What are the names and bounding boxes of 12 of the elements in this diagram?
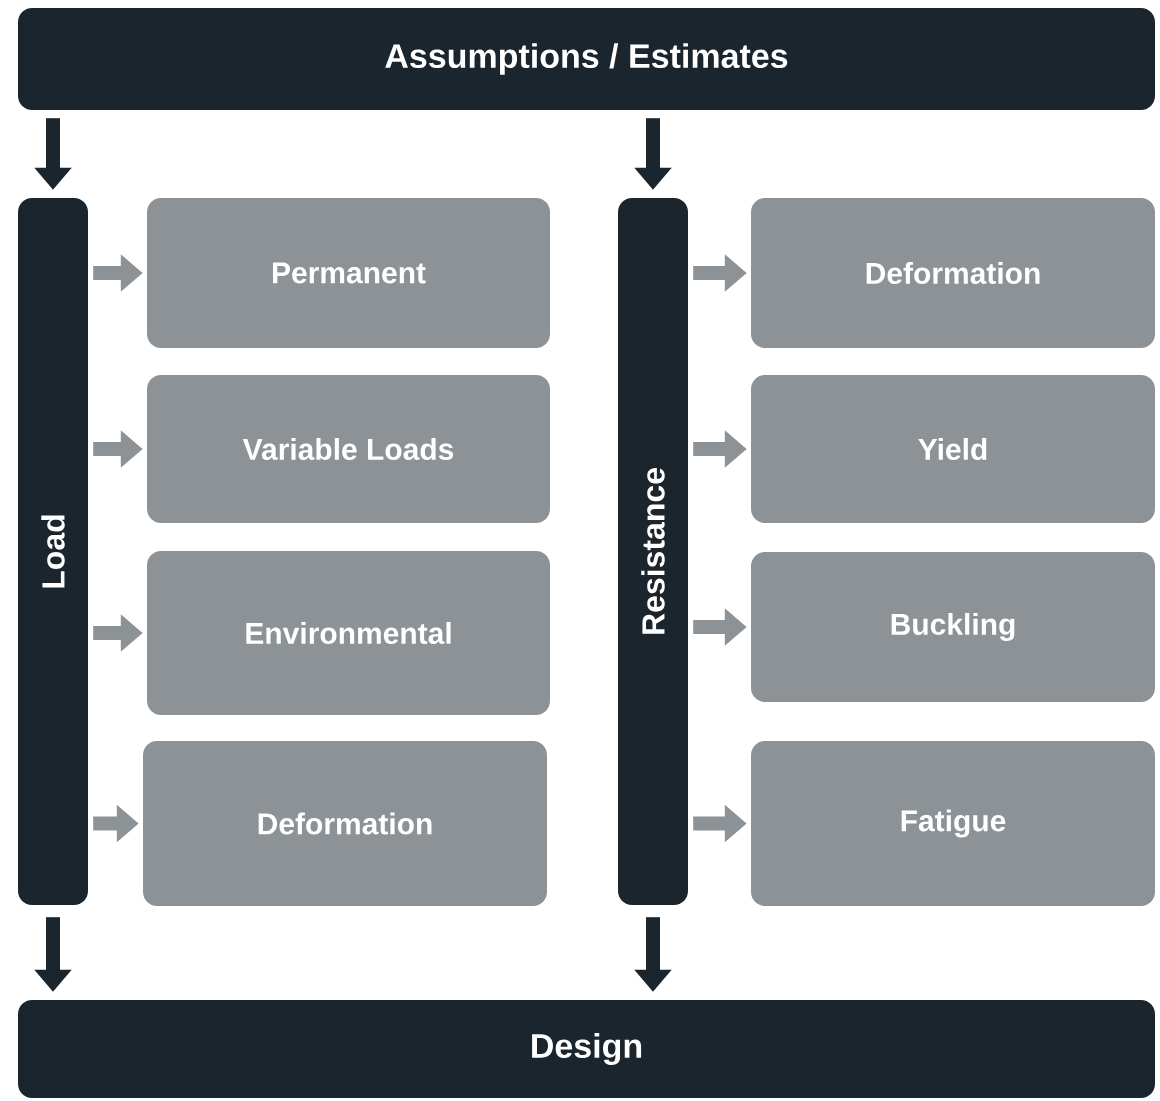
category-box: Deformation — [143, 741, 547, 906]
category-box: Variable Loads — [147, 375, 550, 523]
category-box: Yield — [751, 375, 1155, 523]
vertical-bar: Resistance — [618, 198, 688, 905]
vertical-bar: Load — [18, 198, 88, 905]
category-box: Deformation — [751, 198, 1155, 348]
category-box: Fatigue — [751, 741, 1155, 906]
category-box: Environmental — [147, 551, 550, 715]
footer-bar: Design — [18, 1000, 1155, 1098]
category-box: Permanent — [147, 198, 550, 348]
category-box: Buckling — [751, 552, 1155, 702]
header-bar: Assumptions / Estimates — [18, 8, 1155, 110]
